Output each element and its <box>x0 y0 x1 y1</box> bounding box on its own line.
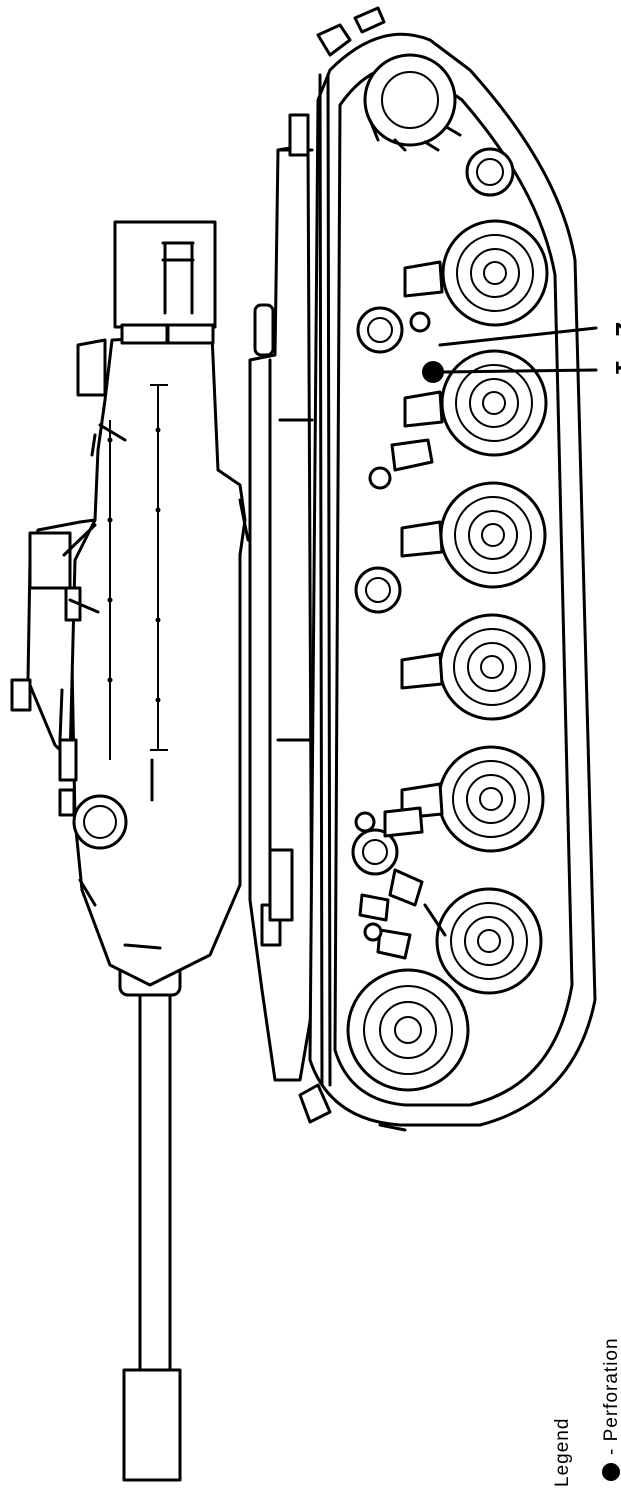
shock-absorber-3 <box>388 868 424 907</box>
road-wheel-1 <box>441 219 549 327</box>
hull-deck <box>248 143 314 1082</box>
legend-title: Legend <box>552 1418 573 1487</box>
track-end <box>378 1123 407 1132</box>
legend-perforation-symbol <box>602 1463 620 1481</box>
sprocket-hub <box>381 71 439 129</box>
leader-line-1 <box>442 368 598 374</box>
shock-mount-3 <box>363 922 383 942</box>
cupola-hatch <box>28 531 72 590</box>
road-wheel-5 <box>437 745 545 853</box>
track-front-hook <box>298 1083 332 1124</box>
front-idler <box>346 968 470 1092</box>
return-roller-3 <box>354 566 402 614</box>
track-top-run <box>318 73 324 1087</box>
drive-sprocket <box>363 53 462 152</box>
sprocket-outer <box>363 53 457 147</box>
road-wheel-3 <box>439 481 547 589</box>
idler-outer <box>346 968 470 1092</box>
turret-hooks <box>90 423 127 457</box>
cupola-front <box>58 738 78 782</box>
hull-mark <box>238 498 250 542</box>
bump-stop-2 <box>403 390 444 428</box>
cupola-lines <box>58 523 100 742</box>
return-roller-4 <box>351 828 399 876</box>
turret-vision-ring <box>72 794 128 850</box>
cupola-front-2 <box>58 788 76 817</box>
return-rollers <box>351 147 515 876</box>
turret-rivets <box>107 427 161 703</box>
idler-mid <box>363 985 453 1075</box>
gun-barrel <box>138 983 172 1387</box>
road-wheel-4 <box>438 613 546 721</box>
return-roller-2 <box>356 306 404 354</box>
road-wheels <box>435 219 549 995</box>
legend: Legend - Perforation <box>552 1337 621 1487</box>
road-wheel-6 <box>435 887 543 995</box>
turret <box>10 220 247 987</box>
sprocket-teeth <box>368 118 462 152</box>
suspension-arm <box>423 903 447 937</box>
front-fender-box <box>268 848 294 922</box>
muzzle <box>122 1368 182 1482</box>
track-tensioner <box>316 6 386 57</box>
box-mount-left <box>120 323 169 345</box>
turret-rear-bulge <box>76 338 107 397</box>
box-detail <box>161 241 195 315</box>
road-wheel-2 <box>440 349 548 457</box>
return-roller-1 <box>465 147 515 197</box>
track-top-run-2 <box>326 73 332 1087</box>
callout-1-label: 1 <box>610 360 621 374</box>
turret-vision-inner <box>83 805 117 839</box>
shock-mount-2 <box>354 811 376 833</box>
hull <box>238 113 314 1082</box>
main-gun <box>118 943 182 1482</box>
shock-absorber-4 <box>376 928 412 960</box>
bump-stop-1 <box>403 260 444 298</box>
shock-absorber-1 <box>390 438 434 472</box>
leader-line-2 <box>438 326 598 347</box>
hub-bolt <box>409 311 431 333</box>
suspension <box>354 260 447 960</box>
exhaust-pipe <box>288 113 310 157</box>
idler-hub <box>394 1016 422 1044</box>
shock-absorber-2 <box>383 806 424 838</box>
callout-2-label: 2 <box>610 322 621 336</box>
bump-stop-3 <box>400 520 444 558</box>
idler-inner <box>379 1001 437 1059</box>
perforation-marker <box>422 361 444 383</box>
shock-mount-1 <box>368 466 392 490</box>
rear-light <box>253 303 275 357</box>
callout-group: 2 1 <box>422 322 621 383</box>
cupola-sight <box>10 678 32 712</box>
box-mount-right <box>166 323 215 345</box>
turret-front-lines <box>78 878 162 950</box>
arm-block <box>358 893 390 922</box>
legend-perforation-label: - Perforation <box>601 1337 621 1455</box>
bump-stop-4 <box>400 652 444 690</box>
